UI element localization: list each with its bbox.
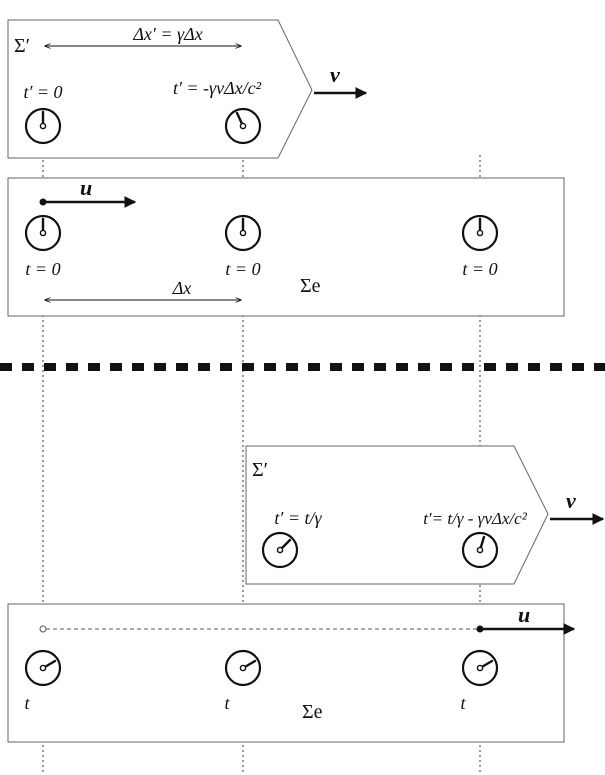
top-rest-frame-name: Σe [300, 275, 321, 297]
bottom-frame-velocity-label: v [566, 488, 576, 513]
bottom-moving-clock-right-label: t′= t/γ - γvΔx/c² [423, 509, 528, 528]
bottom-moving-clock-left [261, 531, 299, 569]
top-dx-prime-label: Δx′ = γΔx [132, 24, 202, 44]
bottom-rest-frame-name: Σe [302, 701, 323, 723]
bottom-rest-clock-2 [224, 649, 262, 687]
top-moving-frame-name: Σ′ [14, 35, 30, 57]
top-rest-clock-2-label: t = 0 [225, 259, 260, 279]
bottom-rest-clock-3 [461, 649, 499, 687]
top-rest-clock-3-label: t = 0 [462, 259, 497, 279]
bottom-rest-clock-3-label: t [460, 693, 466, 713]
bottom-moving-clock-left-label: t′ = t/γ [274, 508, 322, 528]
bottom-moving-clock-right [461, 531, 499, 569]
bottom-rest-clock-1 [24, 649, 62, 687]
bottom-moving-frame-name: Σ′ [252, 459, 268, 481]
top-rest-clock-2 [224, 214, 262, 252]
bottom-particle-start [39, 625, 47, 633]
top-frame-velocity-label: v [330, 62, 340, 87]
top-rest-clock-3 [461, 214, 499, 252]
bottom-particle [476, 625, 484, 633]
bottom-rest-clock-2-label: t [224, 693, 230, 713]
top-rest-clock-1 [24, 214, 62, 252]
top-particle [39, 198, 47, 206]
top-dx-label: Δx [172, 278, 192, 298]
top-moving-clock-right-label: t′ = -γvΔx/c² [173, 78, 262, 98]
top-moving-clock-left-label: t′ = 0 [23, 82, 62, 102]
top-moving-clock-right [224, 107, 262, 145]
bottom-rest-clock-1-label: t [24, 693, 30, 713]
top-moving-clock-left [24, 107, 62, 145]
top-rest-clock-1-label: t = 0 [25, 259, 60, 279]
top-particle-velocity-label: u [80, 175, 92, 200]
bottom-particle-velocity-label: u [518, 602, 530, 627]
